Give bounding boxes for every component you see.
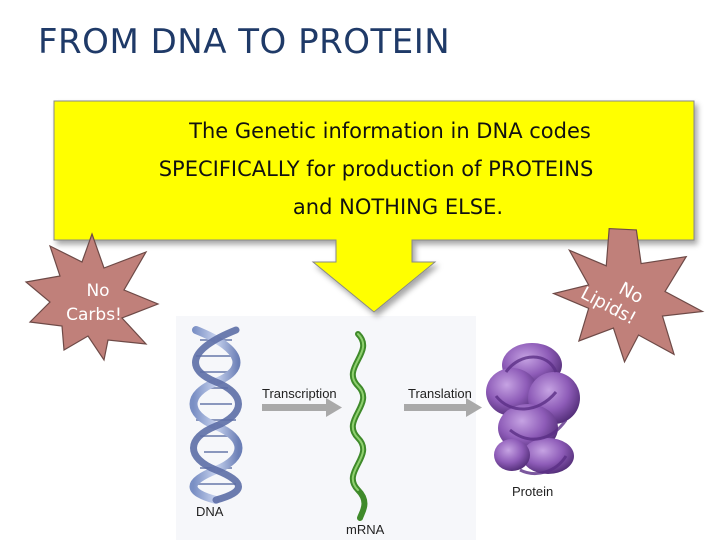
mrna-strand-icon bbox=[349, 331, 368, 521]
translation-label: Translation bbox=[408, 386, 472, 401]
burst-left-line-2: Carbs! bbox=[66, 305, 122, 325]
callout-line-3: and NOTHING ELSE. bbox=[293, 195, 503, 219]
starburst-right bbox=[551, 227, 705, 364]
transcription-arrow-icon bbox=[262, 398, 342, 417]
protein-structure-icon bbox=[486, 343, 580, 475]
translation-arrow-icon bbox=[404, 398, 482, 417]
protein-label: Protein bbox=[512, 484, 553, 499]
transcription-label: Transcription bbox=[262, 386, 337, 401]
slide-title: FROM DNA TO PROTEIN bbox=[38, 22, 451, 62]
starburst-left bbox=[24, 232, 160, 362]
dna-label: DNA bbox=[196, 504, 224, 519]
burst-left-line-1: No bbox=[86, 281, 109, 301]
callout-line-1: The Genetic information in DNA codes bbox=[188, 119, 591, 143]
callout-line-2: SPECIFICALLY for production of PROTEINS bbox=[159, 157, 594, 181]
dna-helix-icon bbox=[189, 326, 243, 504]
mrna-label: mRNA bbox=[346, 522, 385, 537]
callout-box bbox=[53, 100, 695, 313]
